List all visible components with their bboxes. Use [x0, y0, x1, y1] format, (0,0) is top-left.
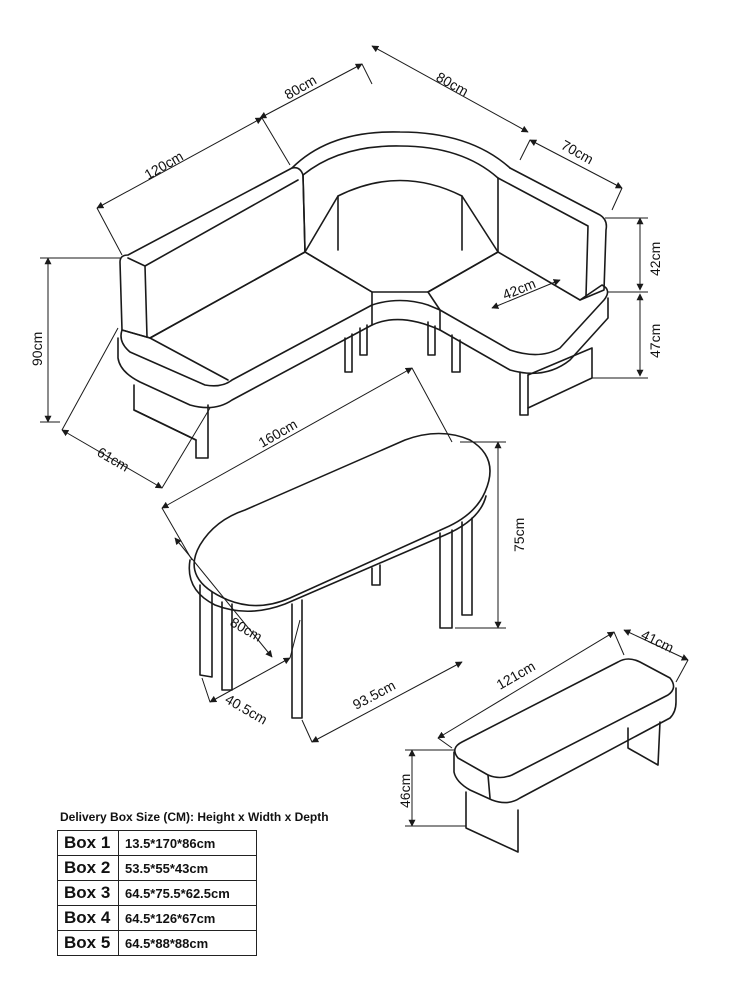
- box-label: Box 4: [57, 905, 119, 931]
- dim-sofa-depth: 61cm: [95, 444, 133, 475]
- dim-bench-height: 46cm: [397, 774, 413, 808]
- table-row: Box 2 53.5*55*43cm: [57, 855, 257, 881]
- corner-sofa: [117, 131, 609, 459]
- box-size: 64.5*126*67cm: [118, 905, 257, 931]
- dimension-lines: [40, 45, 689, 827]
- box-label: Box 5: [57, 930, 119, 956]
- box-label: Box 1: [57, 830, 119, 856]
- table-row: Box 4 64.5*126*67cm: [57, 905, 257, 931]
- delivery-box-title: Delivery Box Size (CM): Height x Width x…: [60, 810, 329, 824]
- dim-sofa-length-left: 120cm: [142, 148, 186, 183]
- delivery-box-table: Box 1 13.5*170*86cm Box 2 53.5*55*43cm B…: [57, 830, 257, 956]
- table-row: Box 5 64.5*88*88cm: [57, 930, 257, 956]
- table-row: Box 3 64.5*75.5*62.5cm: [57, 880, 257, 906]
- bench: [453, 658, 677, 853]
- dim-bench-length: 121cm: [494, 658, 538, 693]
- box-size: 64.5*88*88cm: [118, 930, 257, 956]
- box-size: 13.5*170*86cm: [118, 830, 257, 856]
- dim-sofa-seat-height: 47cm: [647, 324, 663, 358]
- box-label: Box 2: [57, 855, 119, 881]
- dim-bench-depth: 41cm: [639, 626, 677, 655]
- dim-table-leg-offset: 40.5cm: [223, 691, 271, 728]
- dim-sofa-length-right: 70cm: [559, 137, 597, 168]
- dim-table-height: 75cm: [511, 518, 527, 552]
- dim-table-leg-span: 93.5cm: [350, 677, 398, 713]
- box-size: 64.5*75.5*62.5cm: [118, 880, 257, 906]
- dimension-labels: 120cm 80cm 80cm 70cm 42cm 47cm 42cm 90cm…: [29, 69, 676, 808]
- dim-seat-depth: 42cm: [500, 275, 538, 303]
- table-row: Box 1 13.5*170*86cm: [57, 830, 257, 856]
- dim-sofa-back-height: 42cm: [647, 242, 663, 276]
- dim-table-width: 80cm: [228, 614, 266, 645]
- box-label: Box 3: [57, 880, 119, 906]
- dim-table-length: 160cm: [256, 416, 300, 451]
- dining-table: [188, 432, 491, 719]
- dim-sofa-total-height: 90cm: [29, 332, 45, 366]
- box-size: 53.5*55*43cm: [118, 855, 257, 881]
- dim-sofa-corner-left: 80cm: [282, 72, 320, 103]
- dim-sofa-corner-right: 80cm: [434, 69, 472, 100]
